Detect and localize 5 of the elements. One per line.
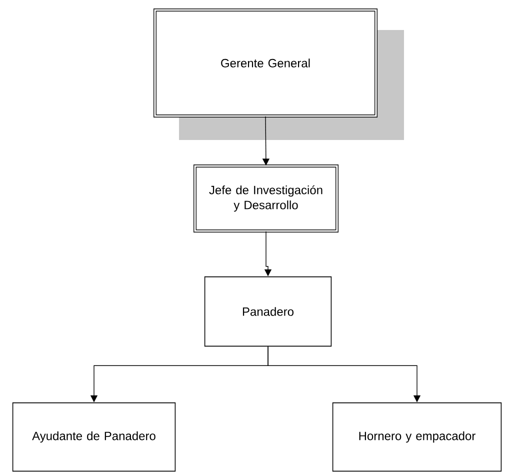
org-box: Gerente General — [154, 8, 404, 140]
org-box: Jefe de Investigación y Desarrollo — [194, 164, 338, 232]
org-box: Panadero — [204, 276, 332, 347]
org-box: Ayudante de Panadero — [12, 402, 176, 472]
org-box: Hornero y empacador — [332, 402, 502, 472]
